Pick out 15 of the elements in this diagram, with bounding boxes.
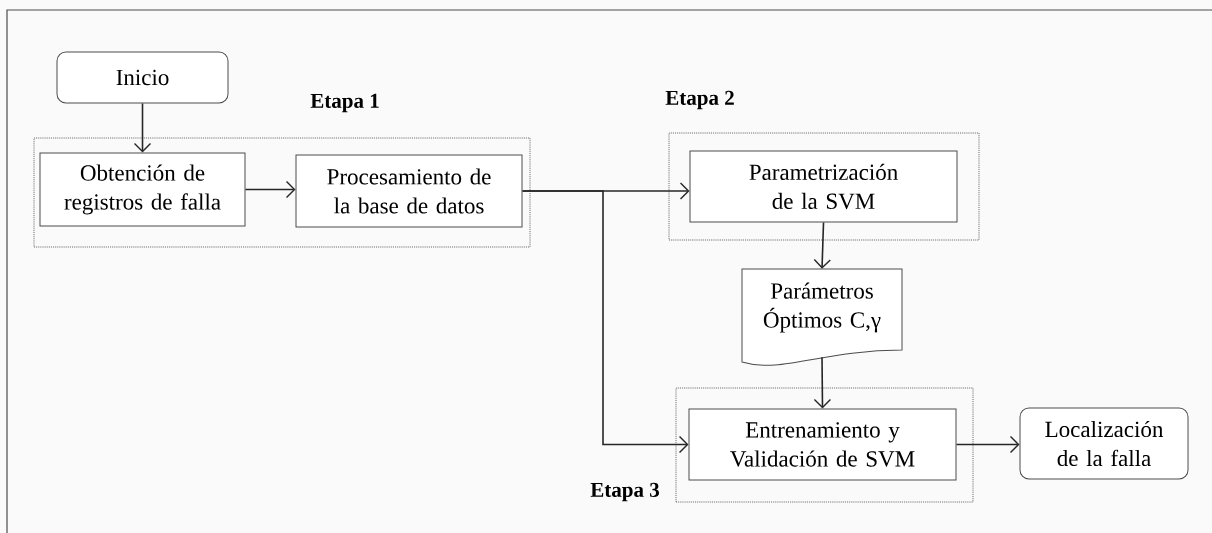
node-label: Etapa 1 — [310, 93, 379, 113]
arrow — [244, 180, 296, 199]
arrow — [133, 102, 152, 153]
node-label: Etapa 2 — [665, 90, 734, 110]
arrow — [813, 221, 831, 269]
process-box: Obtención de registros de falla — [39, 152, 246, 227]
process-box: Parametrización de la SVM — [689, 150, 958, 223]
process-box: Procesamiento de la base de datos — [295, 154, 523, 228]
arrow — [955, 435, 1020, 454]
node-label: Etapa 3 — [590, 482, 660, 502]
terminal-box: Localización de la falla — [1019, 407, 1189, 480]
arrow — [813, 356, 832, 409]
arrow — [521, 190, 689, 454]
terminal-box: Inicio — [56, 51, 229, 104]
process-box: Entrenamiento y Validación de SVM — [688, 408, 957, 481]
